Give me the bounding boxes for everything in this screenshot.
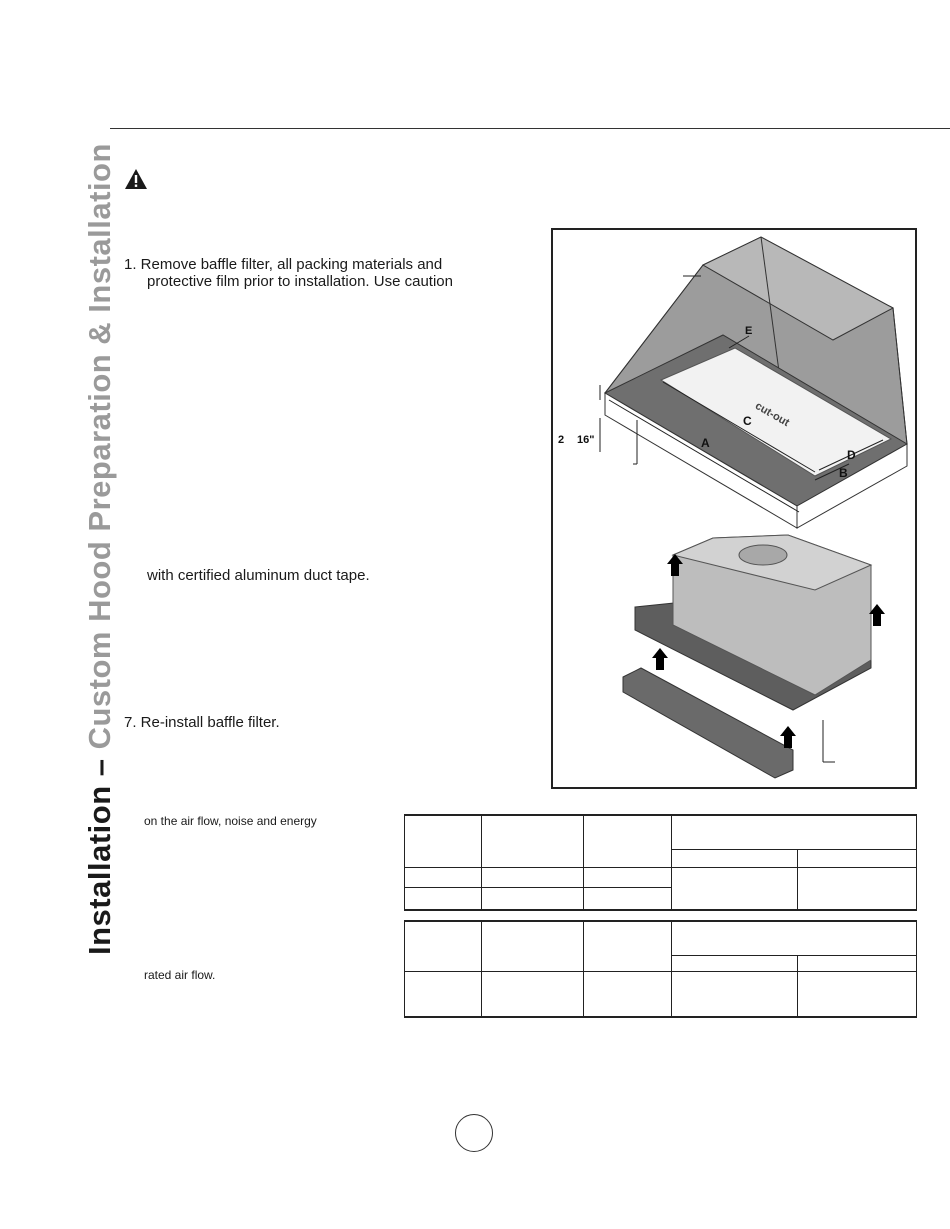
table1-cell — [404, 814, 482, 868]
label-d: D — [847, 448, 856, 462]
table2-cell — [583, 920, 672, 972]
airflow-table-1 — [404, 814, 917, 911]
step-7: 7. Re-install baffle filter. — [124, 714, 280, 731]
side-section-title: Installation – Custom Hood Preparation &… — [80, 143, 120, 955]
airflow-table-2 — [404, 920, 917, 1018]
table2-cell — [671, 920, 917, 956]
label-b: B — [839, 466, 848, 480]
table1-cell — [481, 866, 584, 888]
side-title-custom-hood: Custom Hood Preparation & Installation — [82, 143, 117, 750]
table2-cell — [404, 920, 482, 972]
table1-cell — [481, 886, 584, 911]
label-e: E — [745, 325, 753, 337]
header-rule — [110, 128, 950, 129]
label-a: A — [701, 436, 710, 450]
label-c: C — [743, 414, 752, 428]
rated-airflow-note: rated air flow. — [144, 968, 216, 982]
step-1-line-1: 1. Remove baffle filter, all packing mat… — [124, 256, 443, 273]
table1-cell — [797, 848, 917, 868]
installation-figure: 2 16" A B C D E cut-out — [551, 228, 917, 789]
table2-cell — [404, 970, 482, 1018]
warning-triangle-icon — [125, 169, 147, 189]
page-number-circle — [455, 1114, 493, 1152]
table1-cell — [671, 848, 798, 868]
table2-cell — [671, 970, 798, 1018]
table2-cell — [671, 954, 798, 972]
airflow-note: on the air flow, noise and energy — [144, 814, 317, 828]
table1-cell — [481, 814, 584, 868]
table1-cell — [671, 814, 917, 850]
hood-illustration — [599, 236, 908, 779]
dim-16-inch: 16" — [577, 434, 595, 446]
table1-cell — [583, 866, 672, 888]
table1-cell — [583, 814, 672, 868]
duct-tape-line: with certified aluminum duct tape. — [147, 567, 370, 584]
dim-prefix: 2 — [558, 434, 565, 446]
table2-cell — [797, 954, 917, 972]
step-1-line-2: protective film prior to installation. U… — [147, 273, 453, 290]
table1-cell — [671, 866, 798, 911]
table1-cell — [404, 886, 482, 911]
table1-cell — [583, 886, 672, 911]
table1-cell — [797, 866, 917, 911]
table2-cell — [481, 970, 584, 1018]
table2-cell — [583, 970, 672, 1018]
side-title-installation: Installation – — [82, 749, 117, 955]
table2-cell — [797, 970, 917, 1018]
table1-cell — [404, 866, 482, 888]
table2-cell — [481, 920, 584, 972]
